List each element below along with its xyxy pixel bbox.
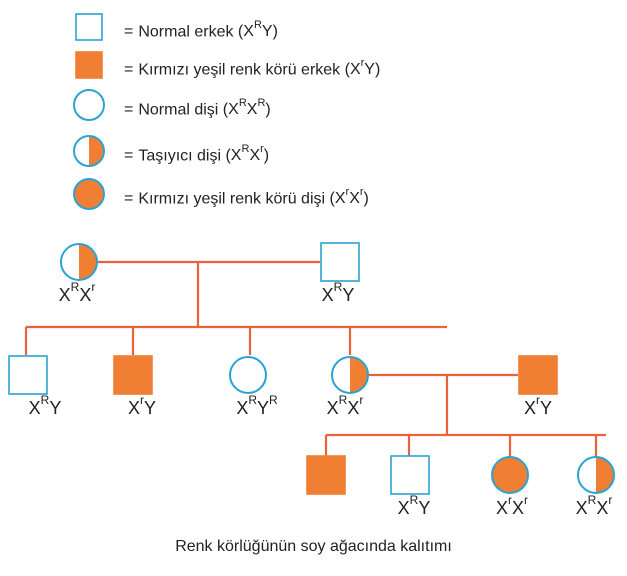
individual-g1-father-square-empty-icon: [320, 242, 360, 282]
genotype-label: XRXr: [326, 393, 364, 418]
equals-sign: =: [124, 190, 134, 208]
genotype-label: XRYR: [236, 393, 278, 418]
circle-half-icon: [73, 135, 105, 167]
legend-text: Taşıyıcı dişi: [138, 147, 222, 165]
legend-item: =Taşıyıcı dişi (XRXr): [124, 138, 269, 164]
genotype-label: XRXr: [58, 280, 96, 305]
equals-sign: =: [124, 101, 134, 119]
individual-g2-daughter-2-circle-half-icon: [331, 356, 369, 394]
caption: Renk körlüğünün soy ağacında kalıtımı: [175, 538, 452, 555]
individual-g2-son-1-square-empty-icon: [8, 355, 48, 395]
genotype-label: XRY: [321, 280, 355, 305]
circle-empty-icon: [73, 89, 105, 121]
legend-text: Normal erkek: [138, 23, 234, 41]
pedigree-lines: [24, 260, 606, 458]
square-filled-icon: [75, 51, 103, 79]
legend-text: Kırmızı yeşil renk körü dişi: [138, 190, 326, 208]
legend-item: =Kırmızı yeşil renk körü erkek (XrY): [124, 52, 380, 78]
legend-genotype: (XRY): [233, 19, 278, 41]
circle-filled-icon: [73, 178, 105, 210]
genotype-label: XrY: [127, 393, 157, 418]
individual-g1-mother-circle-half-icon: [60, 243, 98, 281]
individual-g2-son-2-square-filled-icon: [113, 355, 153, 395]
individual-g3-son-1-square-filled-icon: [306, 455, 346, 495]
legend-item: =Kırmızı yeşil renk körü dişi (XrXr): [124, 181, 369, 207]
individual-g3-daughter-2-circle-half-icon: [577, 456, 615, 494]
legend-genotype: (XrY): [340, 57, 381, 79]
individual-g2-spouse-square-filled-icon: [518, 355, 558, 395]
genotype-label: XrXr: [495, 493, 529, 518]
genotype-label: XrY: [523, 393, 553, 418]
genotype-label: XRXr: [575, 493, 613, 518]
individual-g3-son-2-square-empty-icon: [390, 455, 430, 495]
legend-genotype: (XrXr): [325, 186, 369, 208]
pedigree-symbols: [8, 13, 615, 495]
legend-item: =Normal erkek (XRY): [124, 14, 278, 40]
genotype-label: XRY: [28, 393, 62, 418]
legend-genotype: (XRXr): [221, 143, 270, 165]
legend-item: =Normal dişi (XRXR): [124, 92, 271, 118]
individual-g2-daughter-1-circle-empty-icon: [229, 356, 267, 394]
equals-sign: =: [124, 147, 134, 165]
equals-sign: =: [124, 23, 134, 41]
equals-sign: =: [124, 61, 134, 79]
square-empty-icon: [75, 13, 103, 41]
legend-genotype: (XRXR): [218, 97, 271, 119]
legend-text: Kırmızı yeşil renk körü erkek: [138, 61, 341, 79]
legend-text: Normal dişi: [138, 101, 219, 119]
individual-g3-daughter-1-circle-filled-icon: [491, 456, 529, 494]
genotype-label: XRY: [397, 493, 431, 518]
